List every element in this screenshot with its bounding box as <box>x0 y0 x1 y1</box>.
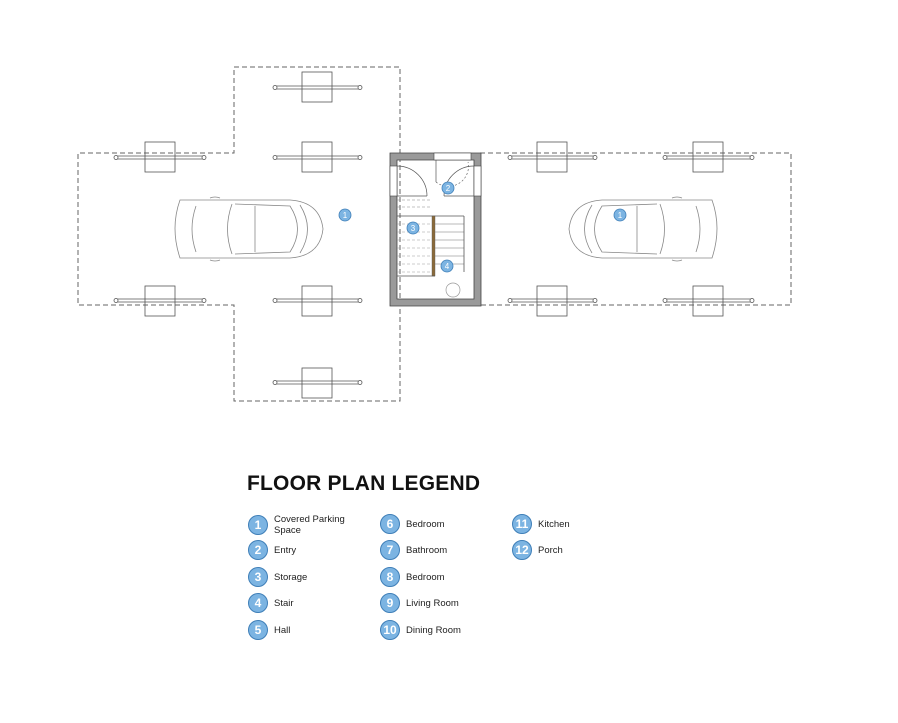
legend-label: Kitchen <box>538 518 570 530</box>
marker-1-right: 1 <box>613 208 627 222</box>
marker-4: 4 <box>440 259 454 273</box>
right-car <box>568 196 718 262</box>
column-right-upper-1 <box>507 141 598 173</box>
legend-label: Bathroom <box>406 544 448 556</box>
room-markers: 1 2 3 4 1 <box>338 181 627 273</box>
legend-badge: 5 <box>248 620 268 640</box>
legend-item-11: 11 Kitchen <box>512 514 642 534</box>
legend-item-6: 6 Bedroom <box>380 514 510 534</box>
legend-badge: 8 <box>380 567 400 587</box>
column-upper-left <box>113 141 207 173</box>
legend-label: Stair <box>274 597 294 609</box>
legend-badge: 7 <box>380 540 400 560</box>
legend-badge: 9 <box>380 593 400 613</box>
column-right-lower-1 <box>507 285 598 317</box>
legend-item-8: 8 Bedroom <box>380 567 510 587</box>
core-walls <box>389 152 482 307</box>
legend-badge: 6 <box>380 514 400 534</box>
column-bottom-center <box>272 367 363 399</box>
legend-badge: 11 <box>512 514 532 534</box>
legend-badge: 1 <box>248 515 268 535</box>
legend-item-10: 10 Dining Room <box>380 620 510 640</box>
svg-text:1: 1 <box>343 211 348 220</box>
column-right-lower-2 <box>662 285 755 317</box>
legend-item-7: 7 Bathroom <box>380 540 510 560</box>
marker-1-left: 1 <box>338 208 352 222</box>
legend-item-12: 12 Porch <box>512 540 642 560</box>
left-carport-outline <box>77 66 401 402</box>
column-lower-center <box>272 285 363 317</box>
marker-2: 2 <box>441 181 455 195</box>
legend-badge: 4 <box>248 593 268 613</box>
legend-label: Entry <box>274 544 297 556</box>
svg-text:4: 4 <box>445 262 450 271</box>
utility-circle <box>445 282 461 298</box>
legend-item-9: 9 Living Room <box>380 593 510 613</box>
legend-label: Covered Parking Space <box>274 514 345 536</box>
legend-badge: 12 <box>512 540 532 560</box>
right-column-group <box>507 141 755 317</box>
marker-3: 3 <box>406 221 420 235</box>
left-column-group <box>113 71 363 399</box>
legend-badge: 3 <box>248 567 268 587</box>
legend-label: Bedroom <box>406 571 445 583</box>
svg-text:1: 1 <box>618 211 623 220</box>
stair-core <box>389 152 482 307</box>
legend-item-5: 5 Hall <box>248 620 378 640</box>
legend-item-2: 2 Entry <box>248 540 378 560</box>
door-arc-top <box>435 161 469 187</box>
legend-label: Hall <box>274 624 291 636</box>
svg-text:2: 2 <box>446 184 451 193</box>
door-swing-left <box>396 165 428 197</box>
legend-label: Porch <box>538 544 563 556</box>
floor-plan-drawing: 1 2 3 4 1 <box>77 66 792 402</box>
legend-title: FLOOR PLAN LEGEND <box>247 472 481 495</box>
legend-item-3: 3 Storage <box>248 567 378 587</box>
legend-label: Storage <box>274 571 308 583</box>
right-carport-outline <box>480 152 792 306</box>
legend-item-4: 4 Stair <box>248 593 378 613</box>
column-lower-left <box>113 285 207 317</box>
left-car <box>174 196 324 262</box>
legend-label: Bedroom <box>406 518 445 530</box>
legend-badge: 2 <box>248 540 268 560</box>
column-right-upper-2 <box>662 141 755 173</box>
column-upper-center <box>272 141 363 173</box>
legend-label: Dining Room <box>406 624 461 636</box>
legend-item-1: 1 Covered Parking Space <box>248 514 378 536</box>
legend-label: Living Room <box>406 597 459 609</box>
legend-badge: 10 <box>380 620 400 640</box>
svg-text:3: 3 <box>411 224 416 233</box>
column-top-center <box>272 71 363 103</box>
